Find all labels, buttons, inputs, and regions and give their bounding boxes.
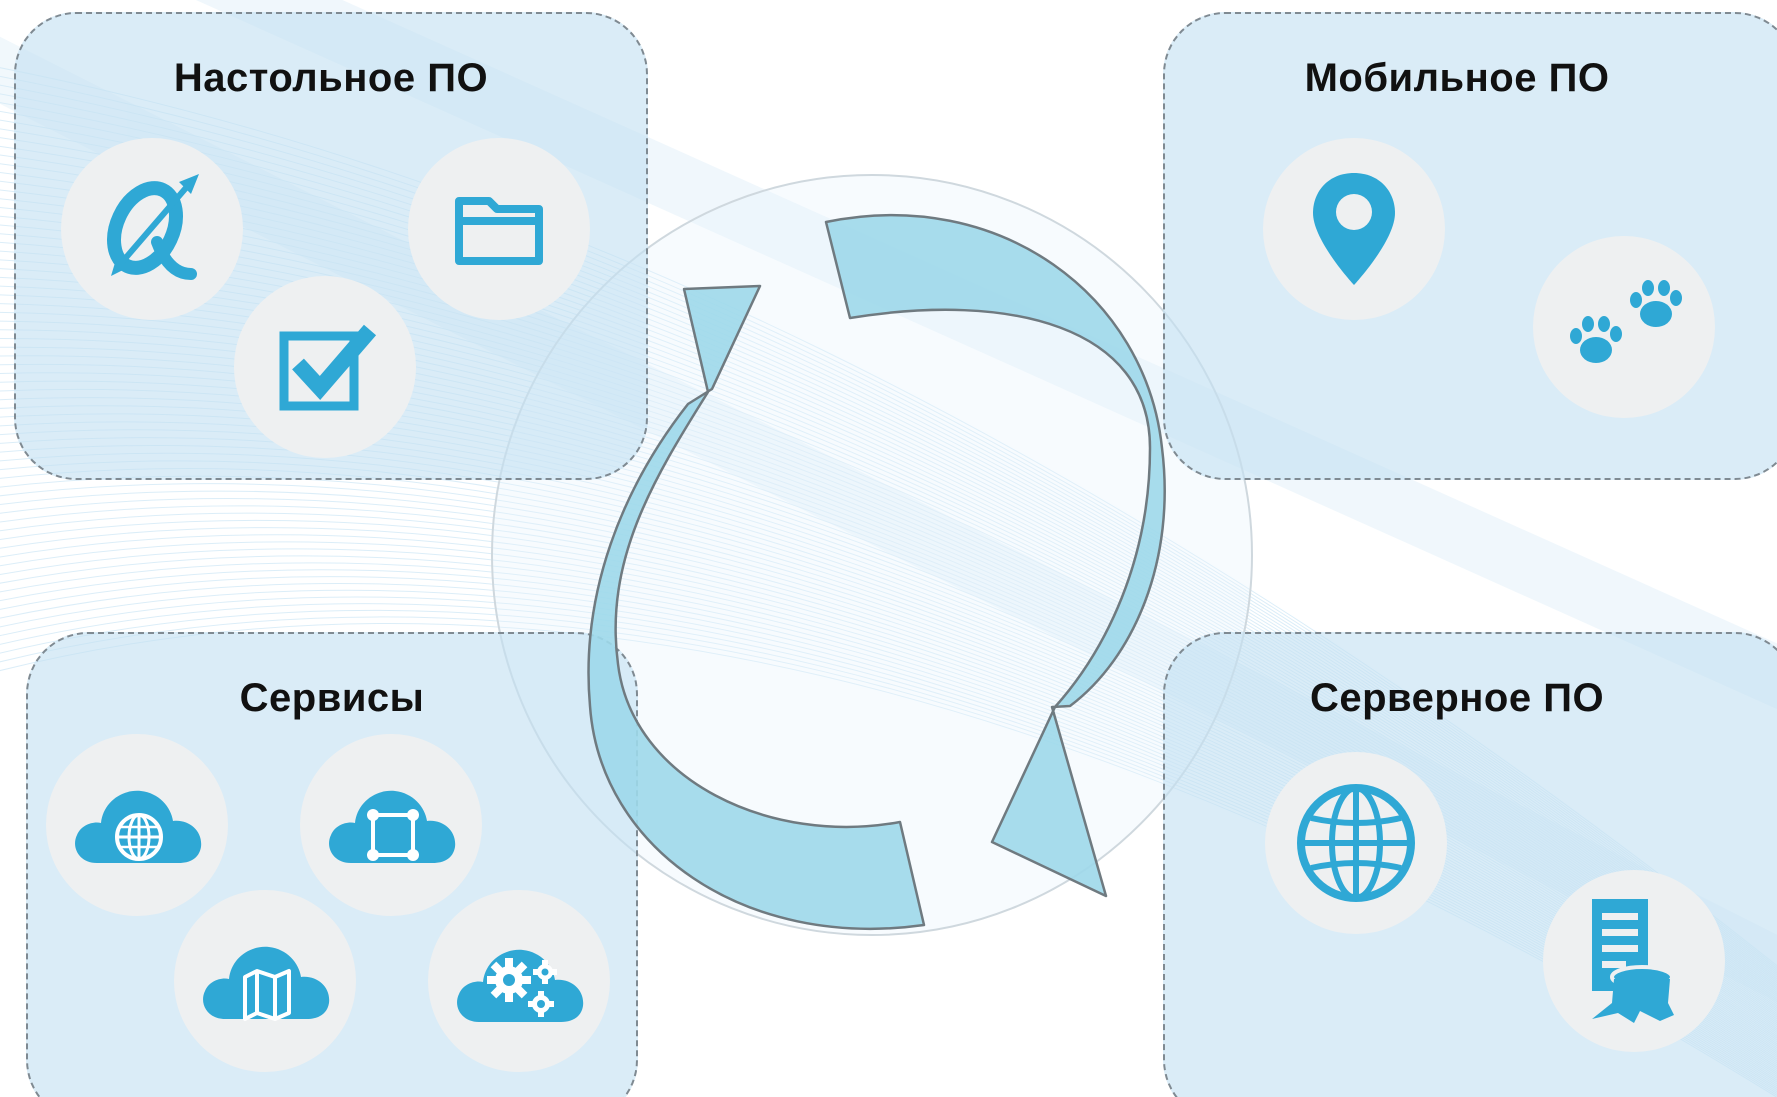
checkbox-icon <box>234 276 416 458</box>
panel-mobile-software: Мобильное ПО <box>1163 12 1777 480</box>
paw-prints-icon <box>1533 236 1715 418</box>
cloud-square-icon <box>300 734 482 916</box>
map-pin-icon <box>1263 138 1445 320</box>
panel-title: Настольное ПО <box>173 56 489 100</box>
panel-title: Сервисы <box>239 676 425 720</box>
cloud-map-icon <box>174 890 356 1072</box>
cycle-arrow-right <box>824 213 1166 898</box>
panel-title: Мобильное ПО <box>1304 56 1610 100</box>
panel-services: Сервисы <box>26 632 638 1097</box>
panel-title: Серверное ПО <box>1309 676 1605 720</box>
folder-icon <box>408 138 590 320</box>
panel-server-software: Серверное ПО <box>1163 632 1777 1097</box>
qgis-logo-icon <box>61 138 243 320</box>
document-stump-icon <box>1543 870 1725 1052</box>
cloud-gears-icon <box>428 890 610 1072</box>
panel-desktop-software: Настольное ПО <box>14 12 648 480</box>
cloud-globe-icon <box>46 734 228 916</box>
cycle-arrow-left <box>587 284 926 930</box>
globe-icon <box>1265 752 1447 934</box>
